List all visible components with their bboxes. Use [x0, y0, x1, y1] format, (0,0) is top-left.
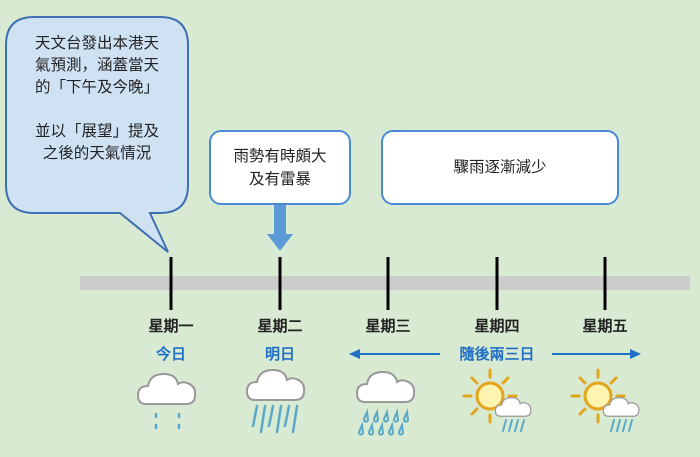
forecast-box-line: 雨勢有時頗大 — [233, 146, 327, 165]
cloud-heavy-rain-icon — [246, 369, 306, 434]
day-label-mon: 星期一 — [148, 317, 194, 335]
callout-line: 並以「展望」提及 — [34, 122, 159, 140]
right-arrow-icon — [552, 349, 641, 359]
day-label-wed: 星期三 — [365, 317, 411, 335]
forecast-box-outlook: 驟雨逐漸減少 — [381, 130, 619, 205]
sun-cloud-rain-icon — [462, 368, 532, 432]
cloud-showers-icon — [356, 371, 416, 436]
day-label-thu: 星期四 — [474, 317, 520, 335]
left-arrow-icon — [349, 349, 440, 359]
sun-cloud-rain-icon — [570, 368, 640, 432]
today-label: 今日 — [155, 345, 186, 363]
forecast-box-line: 及有雷暴 — [248, 169, 311, 188]
callout-text: 天文台發出本港天 氣預測，涵蓋當天 的「下午及今晚」 並以「展望」提及 之後的天… — [14, 32, 180, 164]
callout-line: 天文台發出本港天 — [34, 34, 159, 52]
down-arrow-icon — [267, 205, 293, 251]
callout-line: 之後的天氣情況 — [42, 144, 152, 162]
callout-bubble — [5, 16, 189, 253]
cloud-light-rain-icon — [137, 373, 197, 430]
forecast-box-line: 驟雨逐漸減少 — [453, 158, 547, 176]
timeline-bar — [80, 276, 690, 290]
next-days-label: 隨後兩三日 — [459, 345, 535, 363]
callout-line: 氣預測，涵蓋當天 — [34, 56, 159, 74]
day-label-fri: 星期五 — [582, 317, 628, 335]
tomorrow-label: 明日 — [264, 345, 295, 363]
day-label-tue: 星期二 — [257, 317, 303, 335]
callout-line: 的「下午及今晚」 — [34, 78, 159, 96]
forecast-box-tuesday: 雨勢有時頗大 及有雷暴 — [209, 130, 351, 205]
